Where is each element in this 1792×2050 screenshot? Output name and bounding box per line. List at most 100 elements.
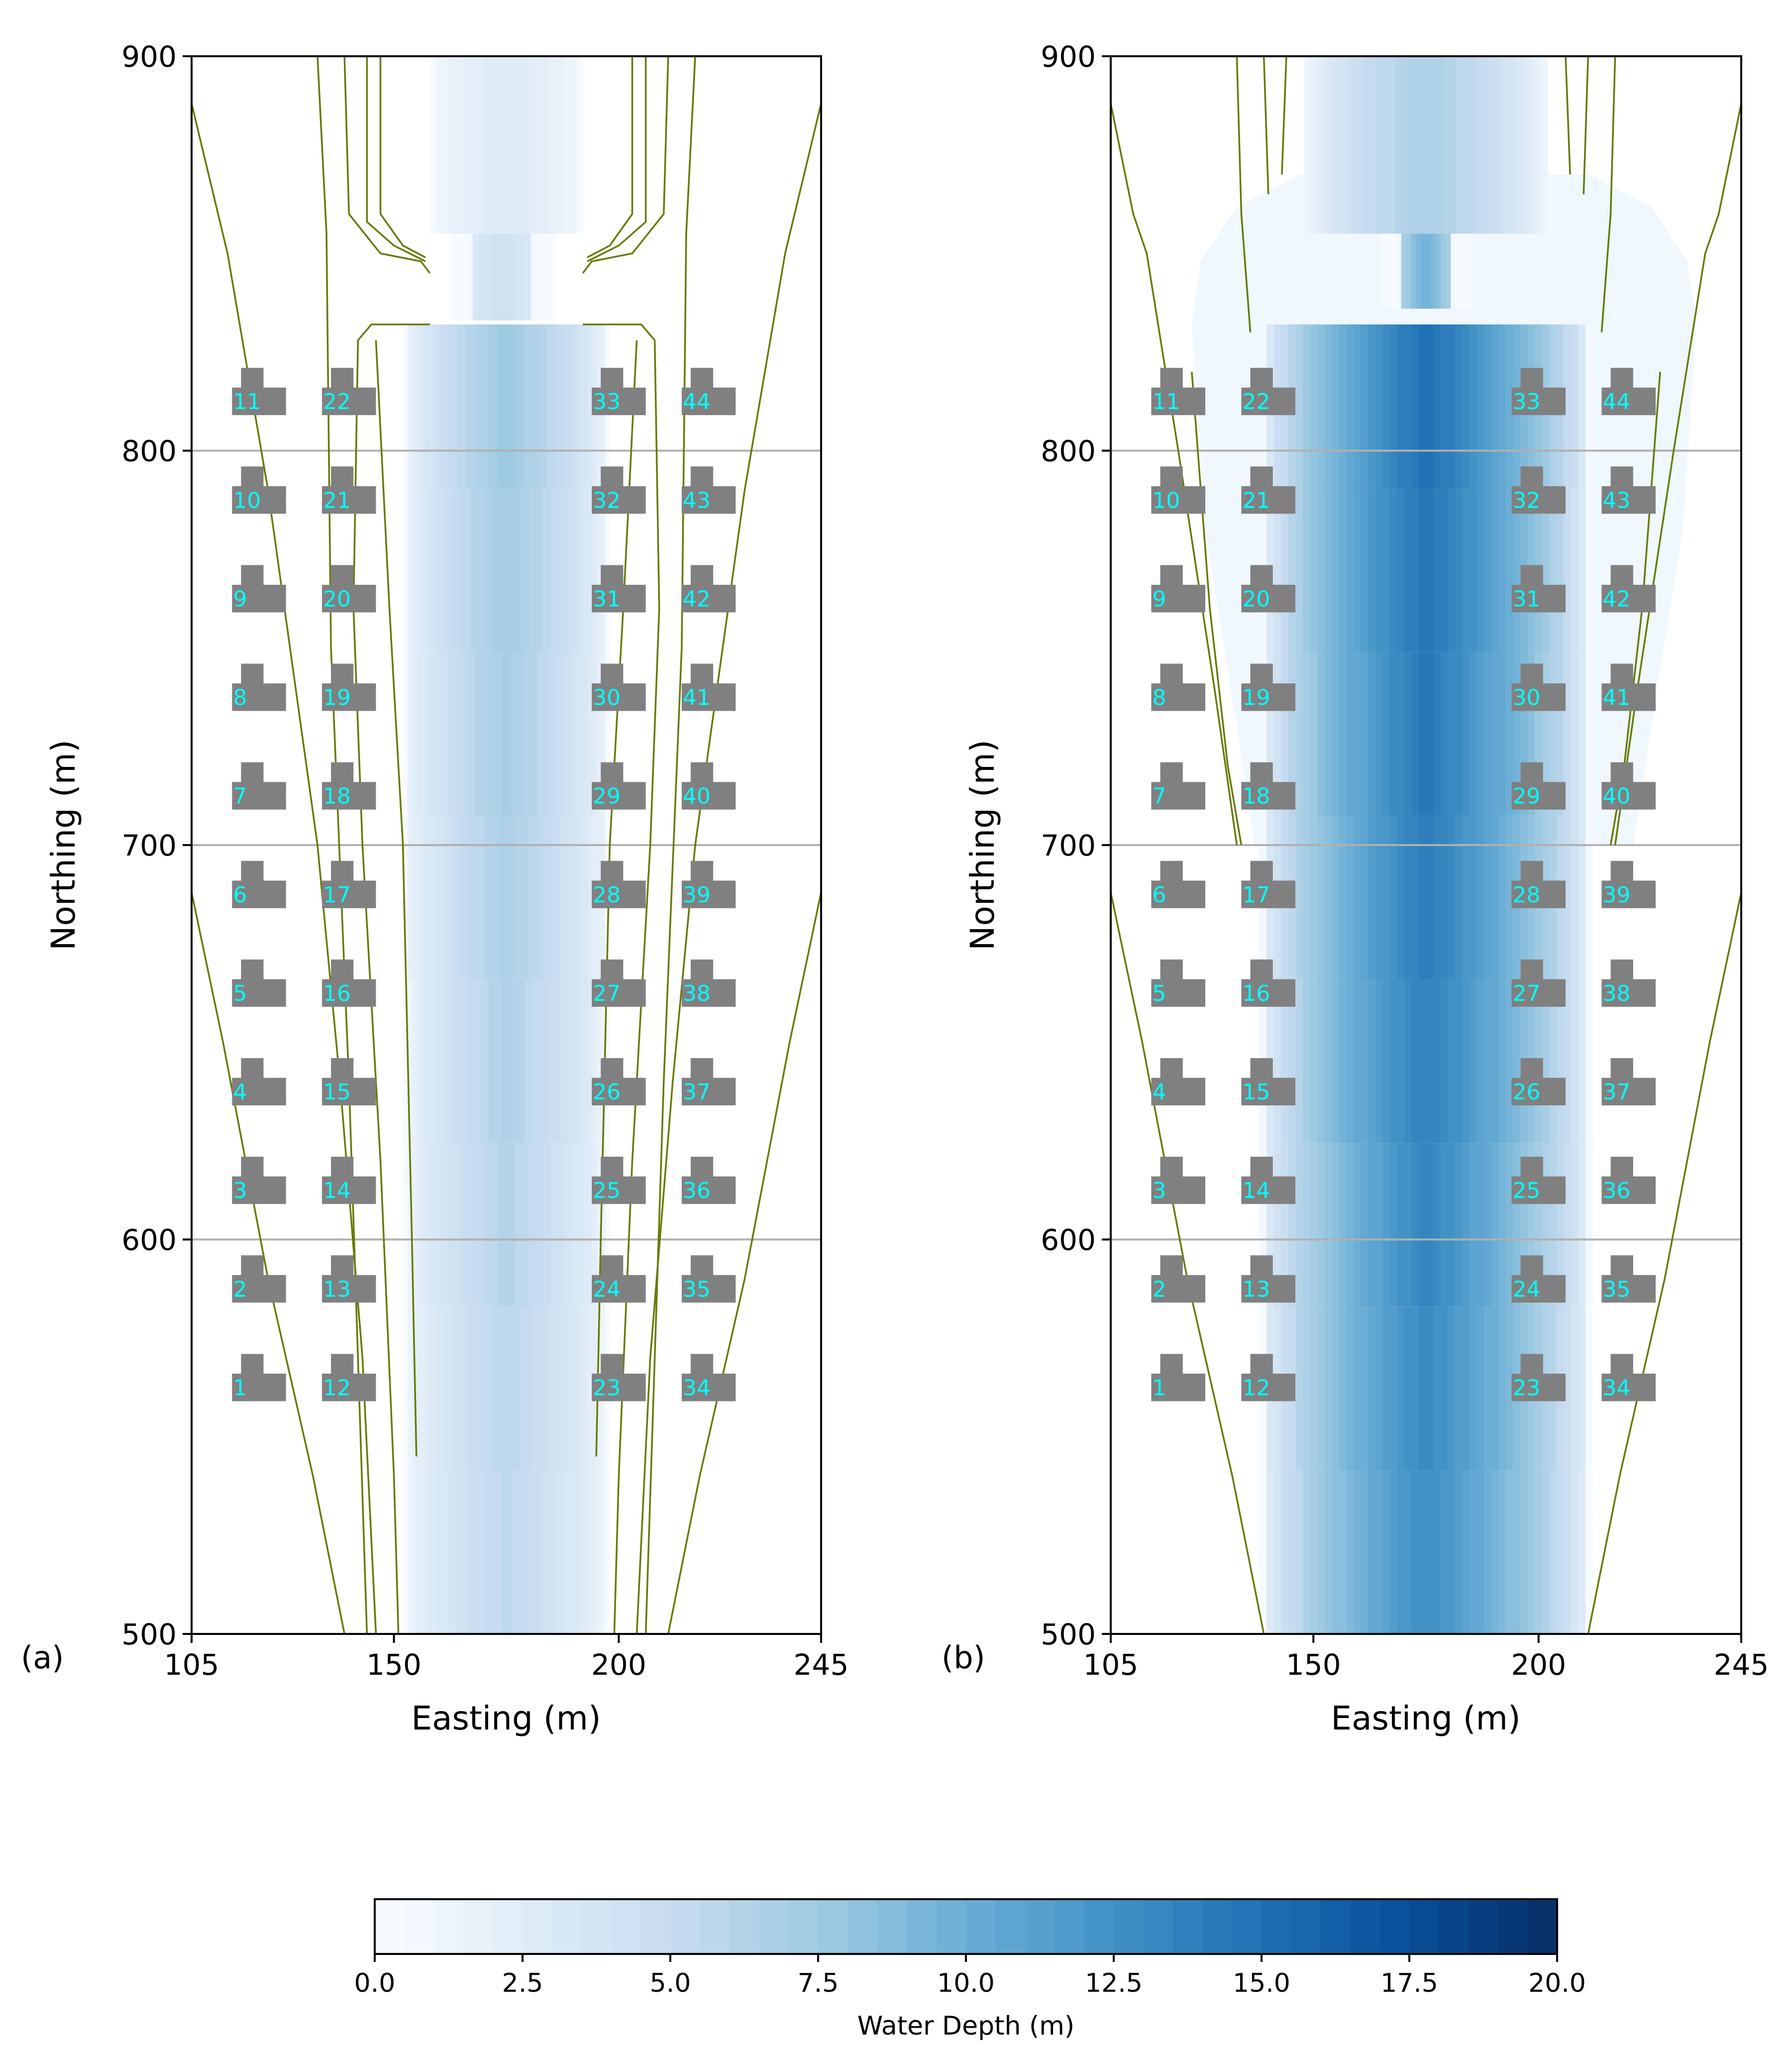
- channel-main: [528, 1143, 534, 1307]
- channel-upper: [1499, 56, 1505, 234]
- channel-main: [564, 1143, 570, 1307]
- channel-main: [1411, 324, 1419, 488]
- channel-main: [1426, 815, 1434, 979]
- channel-main: [1361, 1470, 1369, 1634]
- building-label: 35: [683, 1277, 711, 1302]
- channel-main: [1317, 979, 1325, 1143]
- channel-main: [412, 979, 417, 1143]
- channel-main: [466, 1143, 471, 1307]
- channel-main: [1295, 979, 1303, 1143]
- channel-main: [407, 488, 413, 652]
- buildings: 1234567891011121314151617181920212223242…: [1151, 368, 1656, 1402]
- channel-upper: [476, 56, 480, 234]
- channel-main: [421, 979, 426, 1143]
- channel-main: [1411, 1470, 1419, 1634]
- channel-main: [1382, 651, 1390, 816]
- channel-main: [1433, 1470, 1441, 1634]
- building: [322, 565, 376, 613]
- building-label: 16: [323, 981, 351, 1006]
- channel-main: [438, 1306, 444, 1471]
- channel-main: [1346, 979, 1354, 1143]
- channel-main: [528, 488, 534, 652]
- channel-main: [587, 1306, 592, 1471]
- channel-upper: [548, 56, 553, 234]
- channel-main: [1483, 1143, 1492, 1307]
- building: [1151, 762, 1206, 810]
- channel-main: [564, 815, 570, 979]
- building: [1151, 565, 1206, 613]
- channel-upper: [1541, 56, 1548, 234]
- channel-main: [488, 488, 493, 652]
- channel-main: [1440, 1306, 1448, 1471]
- colorbar-tick-label: 7.5: [798, 1968, 839, 1998]
- channel-main: [1498, 651, 1506, 816]
- channel-main: [592, 979, 597, 1143]
- channel-main: [1476, 1306, 1484, 1471]
- channel-upper: [571, 56, 576, 234]
- channel-main: [1455, 651, 1463, 816]
- channel-main: [1433, 651, 1441, 816]
- channel-upper: [1401, 56, 1408, 234]
- gridlines: [192, 449, 821, 1241]
- channel-main: [1448, 488, 1456, 652]
- channel-narrow: [466, 233, 473, 321]
- building-label: 15: [1242, 1079, 1270, 1105]
- building-label: 1: [233, 1375, 247, 1401]
- building: [681, 1354, 736, 1402]
- channel-main: [1375, 1470, 1383, 1634]
- channel-upper: [552, 56, 556, 234]
- channel-main: [1505, 1143, 1513, 1307]
- channel-main: [1382, 1470, 1390, 1634]
- channel-main: [1411, 979, 1419, 1143]
- contour-line: [1281, 56, 1287, 175]
- channel-main: [1295, 1306, 1303, 1471]
- channel-main: [484, 651, 489, 816]
- channel-main: [520, 488, 525, 652]
- channel-main: [569, 488, 574, 652]
- channel-main: [1476, 815, 1484, 979]
- channel-main: [1404, 815, 1412, 979]
- channel-main: [1310, 488, 1318, 652]
- channel-main: [1361, 815, 1369, 979]
- channel-narrow: [1386, 233, 1392, 309]
- channel-main: [524, 651, 529, 816]
- channel-main: [1491, 815, 1499, 979]
- channel-main: [1469, 324, 1477, 488]
- building-label: 43: [683, 488, 711, 513]
- building-label: 2: [233, 1277, 247, 1302]
- channel-main: [466, 1470, 471, 1634]
- building-label: 18: [1242, 784, 1270, 809]
- channel-main: [470, 488, 475, 652]
- channel-main: [1339, 651, 1347, 816]
- channel-main: [1578, 1470, 1586, 1634]
- channel-main: [1455, 1143, 1463, 1307]
- building: [232, 663, 286, 711]
- channel-main: [560, 815, 565, 979]
- channel-main: [574, 1306, 579, 1471]
- channel-main: [1324, 1143, 1332, 1307]
- channel-main: [457, 488, 462, 652]
- channel-main: [475, 1470, 480, 1634]
- channel-main: [587, 324, 592, 488]
- channel-main: [1476, 488, 1484, 652]
- channel-main: [537, 1470, 543, 1634]
- building-label: 34: [1602, 1375, 1630, 1401]
- channel-main: [1353, 1306, 1362, 1471]
- channel-main: [601, 1470, 606, 1634]
- building: [322, 762, 376, 810]
- channel-main: [1556, 1470, 1564, 1634]
- channel-upper: [472, 56, 476, 234]
- channel-main: [524, 815, 529, 979]
- building-label: 44: [683, 389, 711, 415]
- channel-main: [1317, 1306, 1325, 1471]
- channel-main: [1433, 1143, 1441, 1307]
- channel-main: [1411, 1306, 1419, 1471]
- channel-main: [407, 979, 413, 1143]
- building: [232, 762, 286, 810]
- channel-main: [533, 815, 538, 979]
- channel-main: [461, 979, 466, 1143]
- channel-main: [1317, 488, 1325, 652]
- channel-main: [1295, 651, 1303, 816]
- channel-main: [511, 979, 516, 1143]
